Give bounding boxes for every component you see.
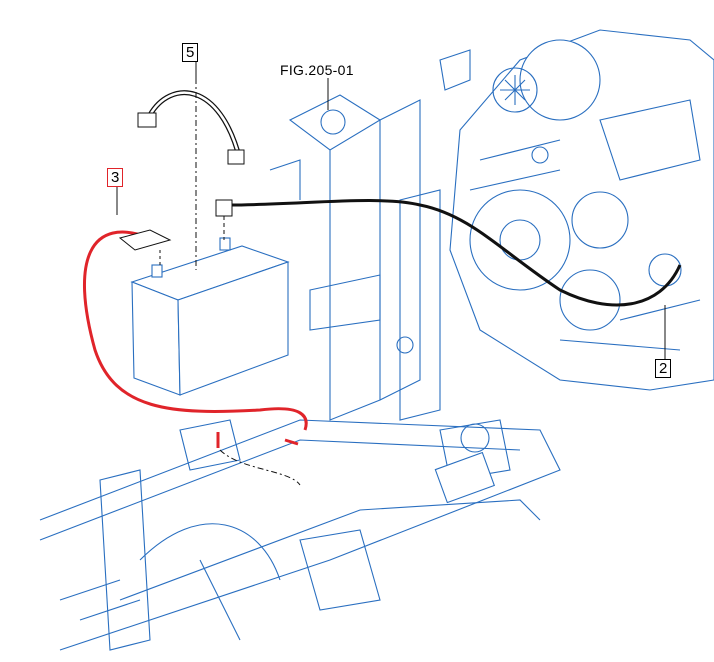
cable-3-highlighted <box>83 186 308 486</box>
cable-2 <box>215 199 682 360</box>
figure-reference-label: FIG.205-01 <box>280 62 354 78</box>
callout-5[interactable]: 5 <box>182 43 199 62</box>
chassis-frame <box>39 419 561 651</box>
callout-2[interactable]: 2 <box>655 359 672 378</box>
battery-bracket <box>269 94 441 421</box>
callout-3[interactable]: 3 <box>107 168 124 187</box>
battery <box>130 237 290 396</box>
hold-strap <box>137 78 245 270</box>
engine <box>439 29 714 391</box>
